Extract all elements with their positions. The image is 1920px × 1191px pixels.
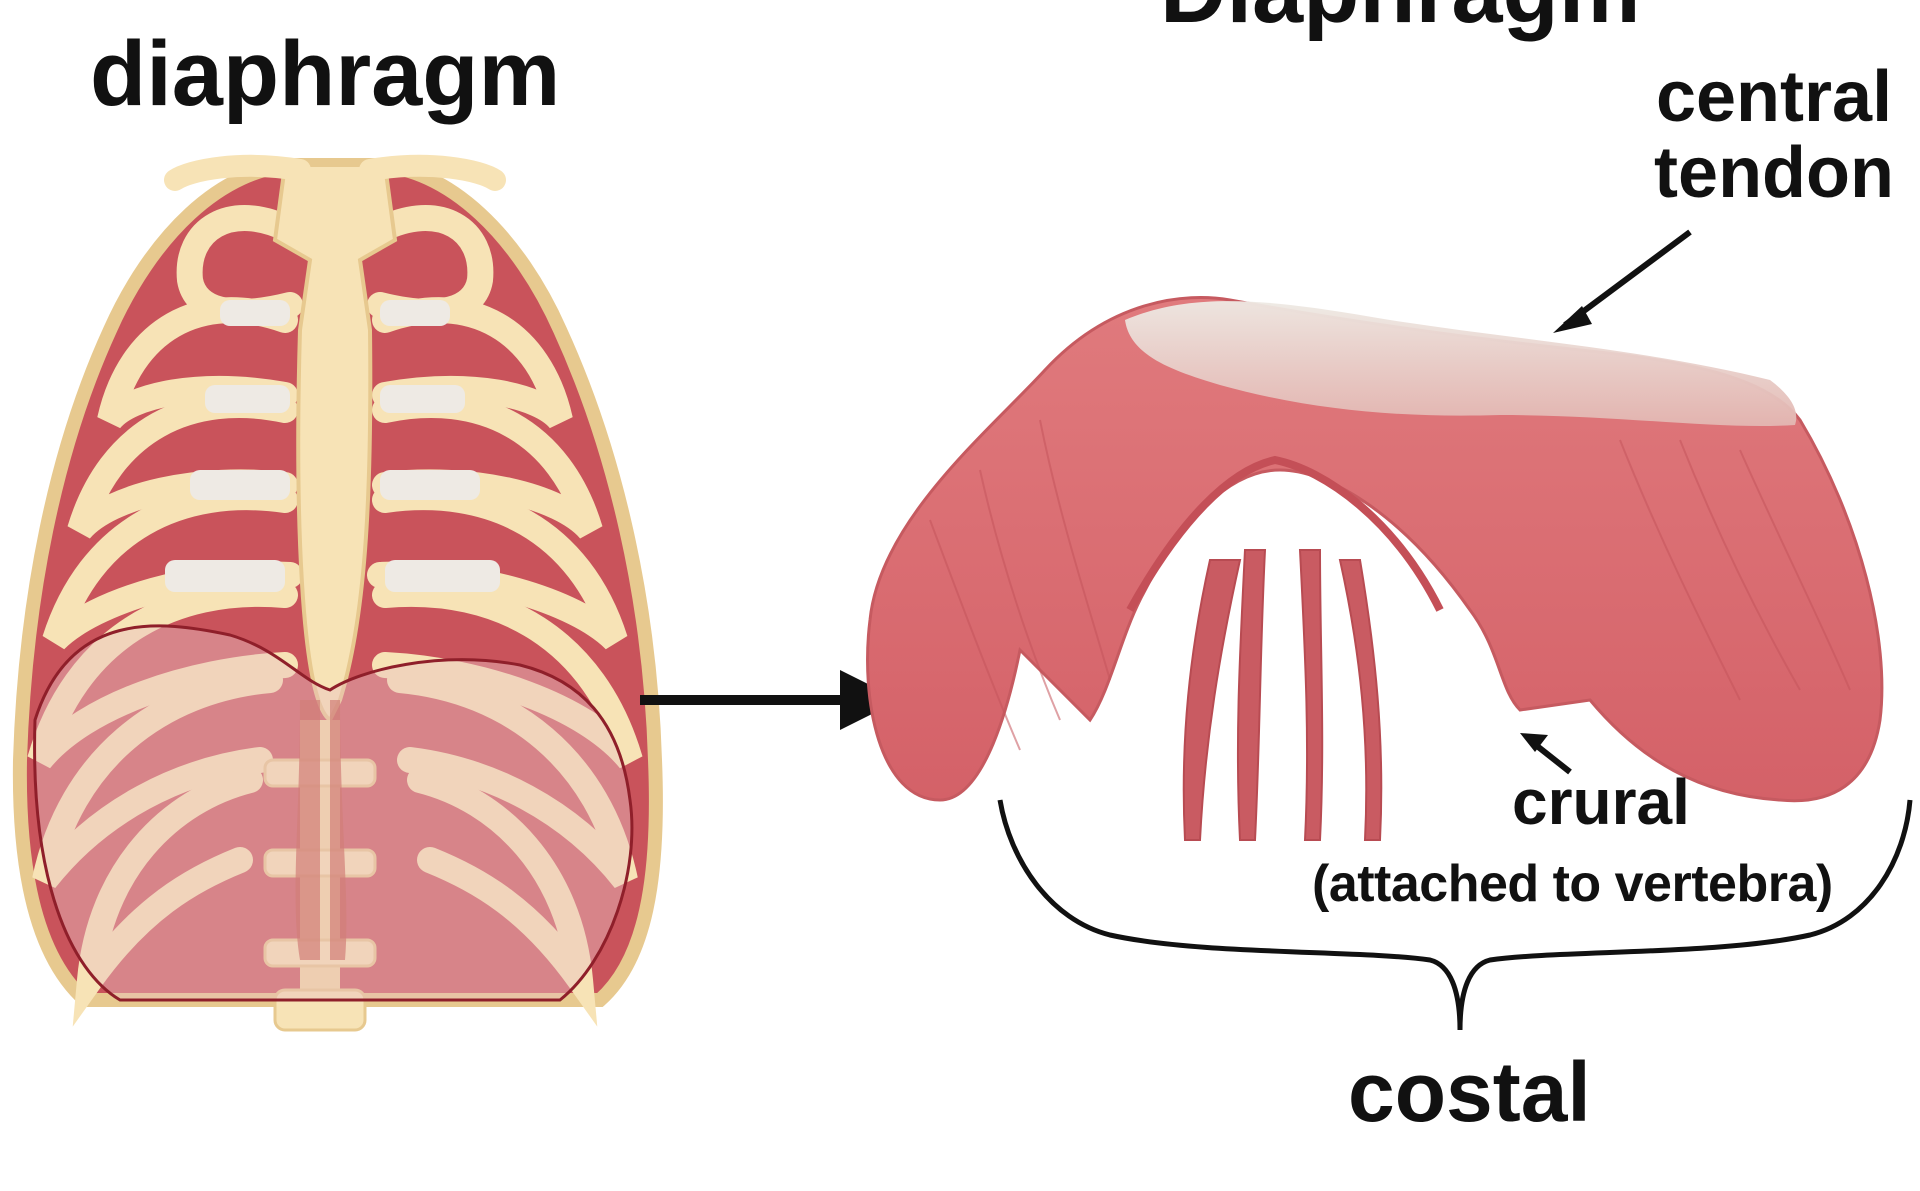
crural-note: (attached to vertebra) — [1312, 855, 1833, 913]
diaphragm-illustration — [866, 295, 1884, 841]
costal-brace — [997, 799, 1913, 1031]
diaphragm-crura-right — [330, 700, 347, 960]
vertebral-arch — [1126, 455, 1444, 612]
central-tendon-label: central tendon — [1654, 57, 1894, 213]
diaphragm-crura-left — [295, 700, 320, 960]
clavicle-left — [164, 154, 311, 191]
costal-label: costal — [1348, 1045, 1591, 1139]
crural-label: crural — [1512, 766, 1690, 838]
left-title: diaphragm — [90, 23, 561, 125]
clavicle-right — [359, 154, 506, 191]
transition-arrow — [640, 670, 900, 730]
central-tendon-line-2: tendon — [1654, 132, 1894, 213]
rib-cage-illustration — [12, 154, 663, 1032]
central-tendon-line-1: central — [1655, 57, 1893, 137]
costal-cartilage — [165, 300, 500, 592]
arrowheads — [1520, 306, 1592, 752]
crural-fibers — [1182, 549, 1383, 841]
central-tendon — [1125, 301, 1797, 427]
right-title: Diaphragm — [1160, 0, 1641, 37]
muscle-fiber-lines — [929, 419, 1851, 751]
